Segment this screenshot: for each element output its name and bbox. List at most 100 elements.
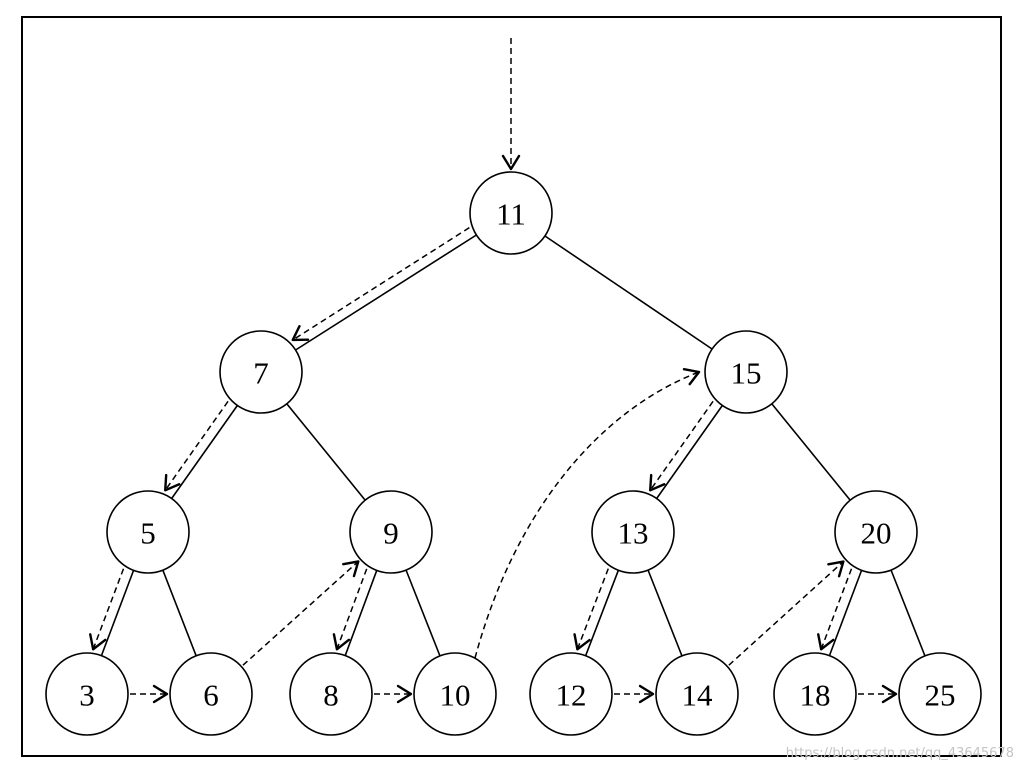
- diagram-frame: [21, 16, 1002, 757]
- node-circle: [773, 652, 857, 736]
- traversal-arrow-n7-n5: [164, 400, 229, 492]
- node-circle: [898, 652, 982, 736]
- node-label: 12: [556, 678, 587, 713]
- tree-node-9: 9: [349, 490, 433, 574]
- node-circle: [655, 652, 739, 736]
- traversal-line: [728, 560, 844, 666]
- traversal-arrow-n12-n14: [614, 684, 655, 704]
- tree-node-5: 5: [106, 490, 190, 574]
- node-label: 11: [496, 197, 526, 232]
- tree-node-6: 6: [169, 652, 253, 736]
- traversal-arrow-n13-n12: [573, 568, 609, 651]
- tree-node-18: 18: [773, 652, 857, 736]
- arrowhead: [682, 367, 701, 386]
- tree-node-8: 8: [289, 652, 373, 736]
- arrowhead: [638, 684, 655, 704]
- node-circle: [591, 490, 675, 574]
- tree-node-10: 10: [413, 652, 497, 736]
- node-label: 20: [861, 516, 892, 551]
- node-circle: [469, 171, 553, 255]
- traversal-line: [164, 400, 229, 491]
- node-label: 18: [800, 678, 831, 713]
- tree-edge-n5-n6: [162, 569, 197, 657]
- traversal-arrow-n15-n13: [649, 400, 714, 492]
- traversal-arrow-n20-n18: [817, 568, 853, 651]
- tree-node-14: 14: [655, 652, 739, 736]
- tree-node-20: 20: [834, 490, 918, 574]
- node-label: 7: [253, 356, 269, 391]
- node-label: 25: [925, 678, 956, 713]
- tree-edge-n11-n7: [295, 234, 477, 351]
- node-label: 6: [203, 678, 219, 713]
- tree-edge-n13-n12: [584, 570, 620, 656]
- traversal-arrows: [89, 38, 898, 704]
- tree-edge-n20-n25: [890, 569, 926, 657]
- arrowhead: [649, 473, 666, 492]
- arrowhead: [396, 684, 413, 704]
- tree-edge-n15-n20: [771, 403, 851, 501]
- tree-node-15: 15: [704, 330, 788, 414]
- arrowhead: [881, 684, 898, 704]
- tree-node-11: 11: [469, 171, 553, 255]
- traversal-line: [820, 568, 853, 650]
- node-label: 5: [140, 516, 156, 551]
- traversal-line: [576, 568, 609, 650]
- arrowhead: [827, 560, 845, 578]
- node-circle: [413, 652, 497, 736]
- tree-edge-n7-n5: [170, 405, 239, 499]
- traversal-line: [649, 400, 714, 491]
- node-circle: [704, 330, 788, 414]
- node-circle: [529, 652, 613, 736]
- tree-edge-n20-n18: [828, 570, 863, 656]
- arrowhead: [573, 633, 591, 651]
- node-label: 13: [618, 516, 649, 551]
- tree-edge-n15-n13: [655, 405, 724, 499]
- traversal-arrow-n8-n10: [374, 684, 413, 704]
- node-circle: [834, 490, 918, 574]
- node-circle: [106, 490, 190, 574]
- tree-edge-n13-n14: [647, 569, 683, 657]
- traversal-arrow-n5-n3: [89, 568, 125, 651]
- tree-edge-n9-n8: [344, 570, 378, 656]
- traversal-line: [242, 560, 359, 666]
- traversal-arrow-n10-n15: [474, 367, 701, 659]
- traversal-line: [292, 227, 470, 341]
- traversal-line: [336, 568, 368, 650]
- traversal-arrow-n9-n8: [332, 568, 368, 651]
- node-label: 10: [440, 678, 471, 713]
- traversal-arrow-n3-n6: [130, 684, 169, 704]
- traversal-arrow-n18-n25: [858, 684, 898, 704]
- node-circle: [349, 490, 433, 574]
- arrowhead: [332, 633, 351, 651]
- traversal-arrow-n14-n20: [728, 560, 845, 666]
- node-label: 15: [731, 356, 762, 391]
- node-label: 8: [323, 678, 339, 713]
- node-circle: [45, 652, 129, 736]
- arrowhead: [164, 473, 181, 492]
- node-label: 3: [79, 678, 95, 713]
- arrowhead: [501, 154, 521, 171]
- watermark-text: https://blog.csdn.net/qq_43645678: [785, 746, 1014, 761]
- tree-node-13: 13: [591, 490, 675, 574]
- arrowhead: [152, 684, 169, 704]
- traversal-arrow-n6-n9: [242, 560, 360, 666]
- tree-node-7: 7: [219, 330, 303, 414]
- tree-edges: [100, 234, 926, 657]
- node-circle: [219, 330, 303, 414]
- node-circle: [289, 652, 373, 736]
- node-circle: [169, 652, 253, 736]
- traversal-arrow-entry-n11: [501, 38, 521, 171]
- node-label: 9: [383, 516, 399, 551]
- arrowhead: [817, 633, 835, 651]
- traversal-arrow-n11-n7: [291, 227, 470, 342]
- traversal-line: [92, 568, 125, 650]
- tree-node-12: 12: [529, 652, 613, 736]
- arrowhead: [291, 325, 310, 342]
- tree-nodes: 11 7 15 5 9 13 20 3 6 8 10 12 14 18 25: [45, 171, 982, 736]
- tree-node-25: 25: [898, 652, 982, 736]
- traversal-curve: [474, 371, 700, 659]
- arrowhead: [89, 633, 107, 651]
- tree-edge-n11-n15: [544, 235, 713, 350]
- tree-edge-n9-n10: [405, 569, 441, 657]
